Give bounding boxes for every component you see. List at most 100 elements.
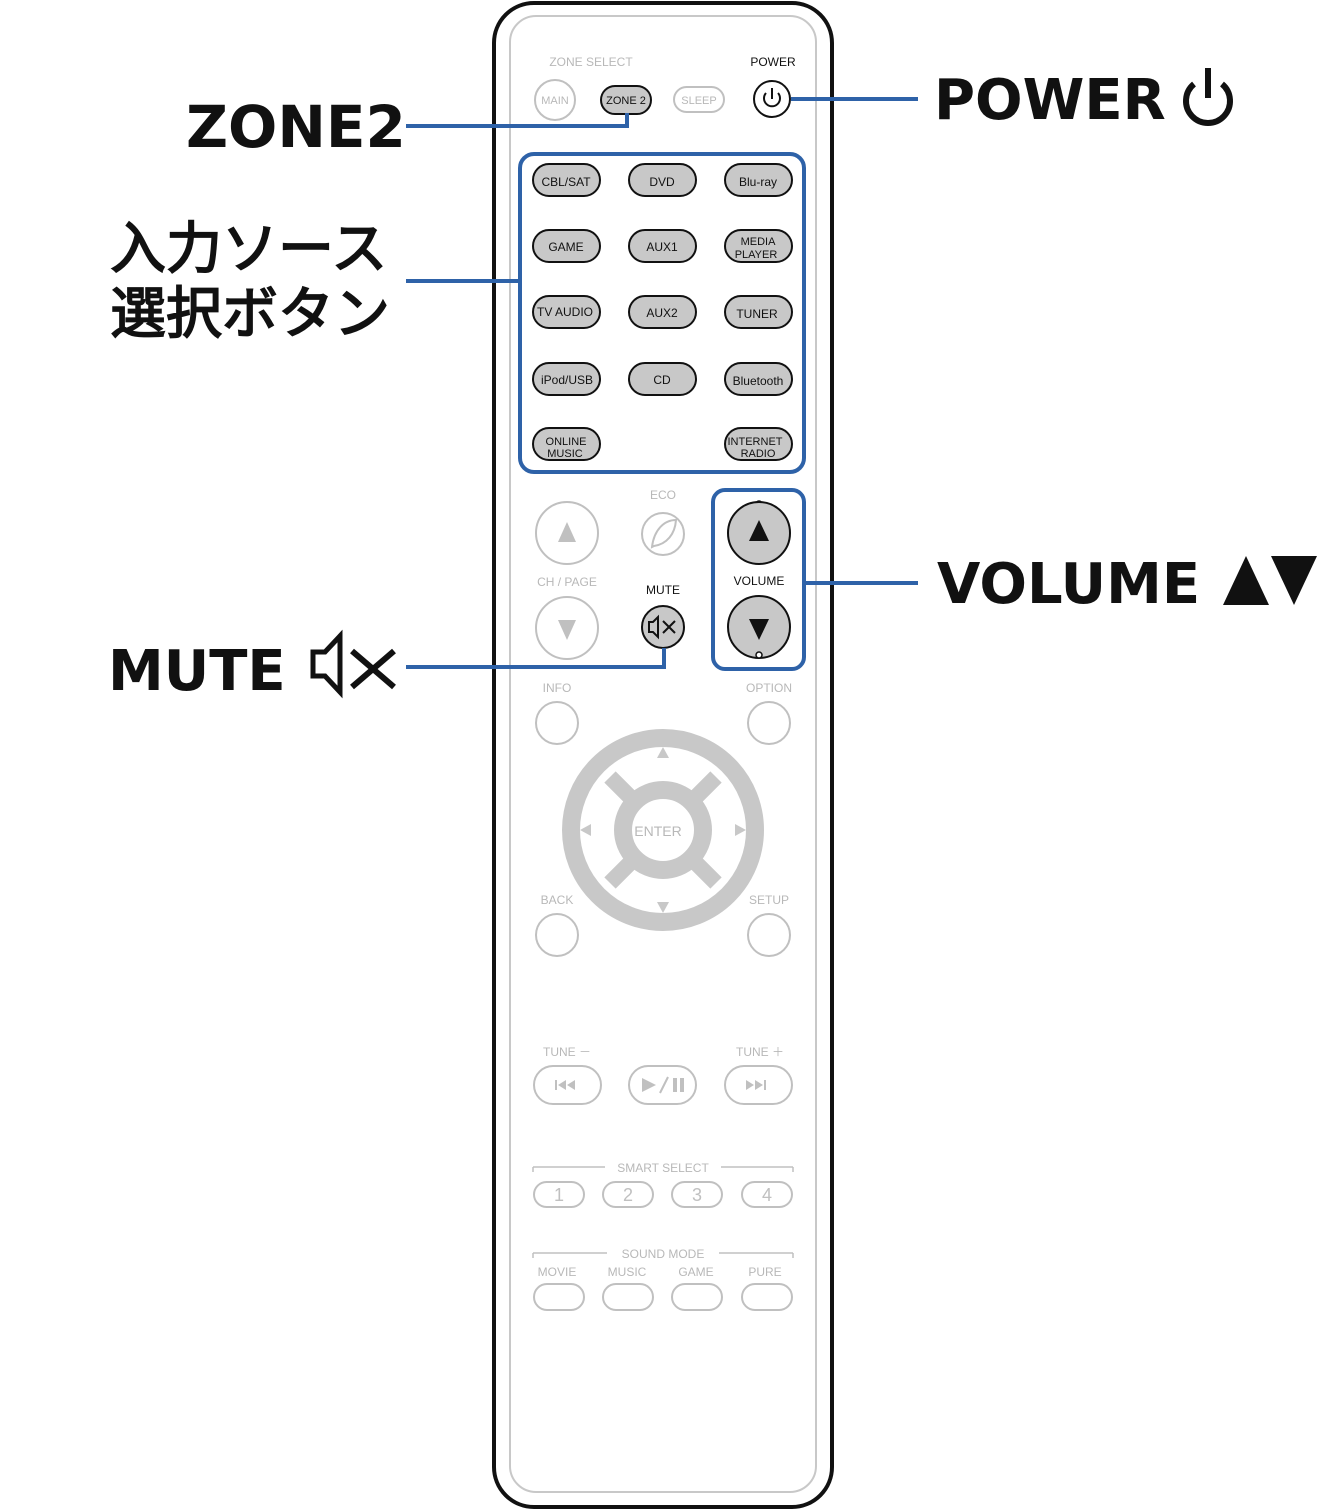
smart-select-label: SMART SELECT [617,1161,709,1175]
pure-button[interactable] [741,1283,793,1311]
mute-callout-icon [310,629,396,699]
previous-button[interactable] [533,1065,602,1105]
back-button[interactable] [535,913,579,957]
svg-text:1: 1 [554,1185,564,1205]
up-arrow-icon [558,522,576,542]
mute-button[interactable] [641,605,685,649]
zone2-button-label: ZONE 2 [606,95,646,107]
enter-button[interactable]: ENTER [634,823,681,839]
smart-select-3-button[interactable]: 3 [671,1181,723,1208]
next-button[interactable] [724,1065,793,1105]
mute-speaker-icon [648,614,659,640]
cd-button[interactable]: CD [628,362,697,396]
play-pause-button[interactable] [628,1065,697,1105]
zone-select-label: ZONE SELECT [549,55,633,69]
volume-down-callout-icon [1271,556,1317,605]
ch-page-up-button[interactable] [535,501,599,565]
smart-select-2-button[interactable]: 2 [602,1181,654,1208]
main-button[interactable]: MAIN [534,79,576,121]
tv-audio-label: TV AUDIO [537,305,593,319]
info-label: INFO [543,681,572,695]
svg-text:4: 4 [762,1185,772,1205]
power-icon [763,92,781,108]
ch-page-down-button[interactable] [535,596,599,660]
skip-forward-icon [746,1080,766,1090]
online-music-label-1: ONLINE [546,436,587,448]
sleep-button[interactable]: SLEEP [673,86,725,113]
ipod-usb-button[interactable]: iPod/USB [532,362,601,396]
cd-label: CD [653,373,671,387]
back-label: BACK [541,893,574,907]
svg-text:2: 2 [623,1185,633,1205]
dvd-label: DVD [649,175,675,189]
movie-button[interactable] [533,1283,585,1311]
bluray-button[interactable]: Blu-ray [724,163,793,197]
aux1-label: AUX1 [646,240,678,254]
power-button[interactable] [753,80,791,118]
power-callout-icon [1183,68,1233,126]
remote-inner-outline [509,15,817,1493]
online-music-button[interactable]: ONLINE MUSIC [532,427,601,461]
input-source-callout-line2: 選択ボタン [110,282,390,347]
sleep-button-label: SLEEP [681,95,716,107]
dpad-up-icon[interactable] [657,747,669,758]
volume-callout: VOLUME [937,552,1200,617]
zone2-leader-line [406,113,629,128]
aux1-button[interactable]: AUX1 [628,229,697,263]
eco-label: ECO [650,488,676,502]
sound-mode-label: SOUND MODE [622,1247,705,1261]
dpad[interactable]: ENTER [562,729,764,931]
pure-label: PURE [748,1265,781,1279]
option-button[interactable] [747,701,791,745]
mute-leader-line [406,648,666,669]
media-player-label-2: PLAYER [735,249,778,261]
dpad-down-icon[interactable] [657,902,669,913]
internet-radio-button[interactable]: INTERNET RADIO [724,427,793,461]
volume-down-icon [749,619,769,640]
smart-select-4-button[interactable]: 4 [741,1181,793,1208]
smart-select-1-button[interactable]: 1 [533,1181,585,1208]
setup-button[interactable] [747,913,791,957]
ch-page-label: CH / PAGE [537,575,597,589]
svg-text:3: 3 [692,1185,702,1205]
eco-button[interactable] [641,512,685,556]
zone2-button[interactable]: ZONE 2 [600,85,652,115]
game-mode-button[interactable] [671,1283,723,1311]
main-button-label: MAIN [541,95,569,107]
media-player-label-1: MEDIA [741,236,777,248]
input-source-highlight [518,152,806,474]
dpad-left-icon[interactable] [580,824,591,836]
power-label: POWER [750,55,796,69]
volume-down-button[interactable] [727,595,791,659]
internet-radio-label-1: INTERNET [728,436,783,448]
tuner-label: TUNER [736,307,778,321]
dpad-right-icon[interactable] [735,824,746,836]
bluray-label: Blu-ray [739,175,777,189]
info-button[interactable] [535,701,579,745]
cbl-sat-label: CBL/SAT [541,175,591,189]
volume-up-icon [749,520,769,541]
media-player-button[interactable]: MEDIA PLAYER [724,229,793,263]
input-source-callout-line1: 入力ソース [110,217,387,282]
internet-radio-label-2: RADIO [741,448,776,460]
bluetooth-label: Bluetooth [733,374,784,388]
volume-label: VOLUME [734,574,785,588]
movie-label: MOVIE [538,1265,577,1279]
skip-back-icon [555,1080,575,1090]
tv-audio-button[interactable]: TV AUDIO [532,295,601,329]
dvd-button[interactable]: DVD [628,163,697,197]
volume-up-button[interactable] [727,501,791,565]
volume-up-callout-icon [1223,556,1269,605]
music-button[interactable] [602,1283,654,1311]
tuner-button[interactable]: TUNER [724,295,793,329]
aux2-label: AUX2 [646,306,678,320]
cbl-sat-button[interactable]: CBL/SAT [532,163,601,197]
aux2-button[interactable]: AUX2 [628,295,697,329]
volume-highlight [711,488,806,671]
game-button[interactable]: GAME [532,229,601,263]
tune-minus-label: TUNE － [543,1045,591,1059]
game-mode-label: GAME [678,1265,713,1279]
mute-label: MUTE [646,583,680,597]
bluetooth-button[interactable]: Bluetooth [724,362,793,396]
